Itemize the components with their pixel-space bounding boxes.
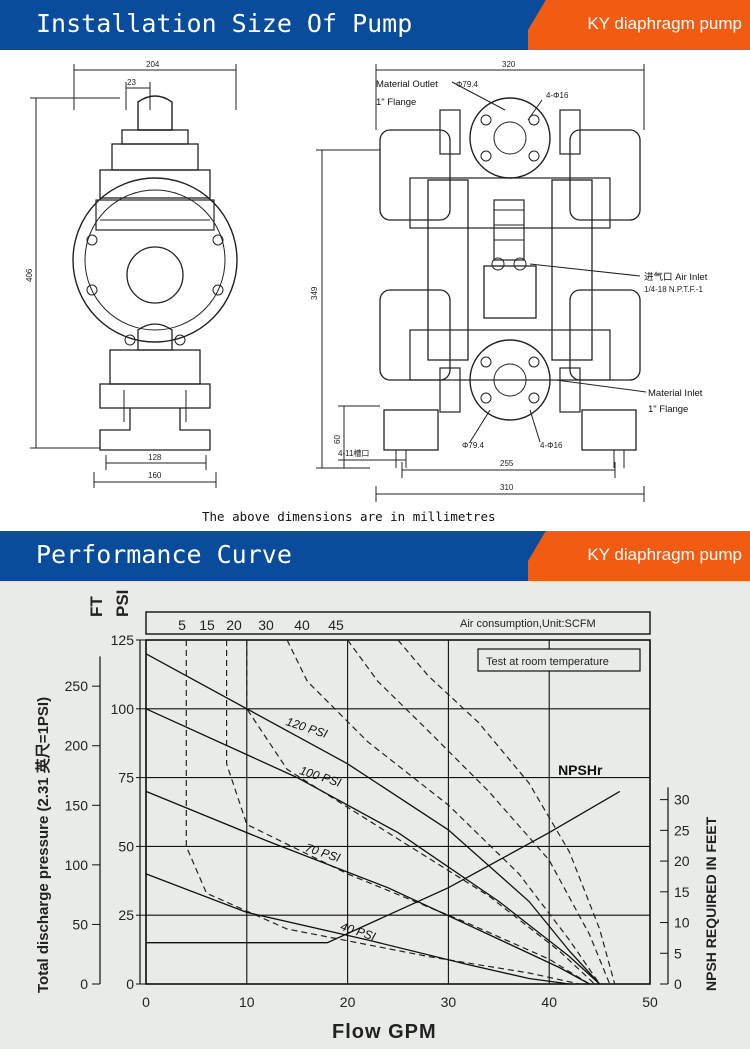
x-tick-10: 10 (239, 994, 255, 1010)
side-dim-flange-bot: Φ79.4 (462, 441, 485, 450)
side-dim-outer: 310 (500, 483, 514, 492)
air-curve-45 (397, 639, 616, 985)
air-consumption-label: Air consumption,Unit:SCFM (460, 618, 596, 630)
ft-tick-250: 250 (65, 678, 89, 694)
series-100-psi (145, 708, 601, 985)
label-outlet: Material Outlet (376, 79, 438, 90)
front-dim-top: 23 (127, 78, 136, 87)
scfm-tick-15: 15 (199, 617, 215, 633)
ft-tick-100: 100 (65, 857, 89, 873)
front-dim-base-outer: 160 (148, 471, 162, 480)
test-note-box (477, 648, 641, 672)
ft-tick-50: 50 (72, 916, 88, 932)
air-curve-20 (246, 640, 596, 985)
brand-tag: KY diaphragm pump (528, 0, 750, 50)
side-dim-hole-top: 4-Φ16 (546, 91, 569, 100)
front-dim-width: 204 (146, 60, 160, 69)
scfm-tick-45: 45 (328, 617, 344, 633)
label-air-inlet: 进气口 Air Inlet (644, 271, 708, 283)
ft-tick-150: 150 (65, 797, 89, 813)
ft-tick-0: 0 (80, 976, 88, 992)
air-curve-5 (185, 640, 580, 985)
side-dim-hole-bot: 4-Φ16 (540, 441, 563, 450)
scfm-tick-20: 20 (226, 617, 242, 633)
y-axis-label-left: Total discharge pressure (2.31 英尺=1PSI) (34, 697, 52, 993)
section-title-installation: Installation Size Of Pump (36, 9, 413, 38)
test-note: Test at room temperature (486, 656, 609, 668)
npsh-tick-0: 0 (674, 976, 682, 992)
npsh-tick-25: 25 (674, 822, 690, 838)
npsh-tick-30: 30 (674, 792, 690, 808)
chart-ticks: 0 10 20 30 40 50 0 25 50 75 100 125 0 50 100 150 200 250 0… (65, 617, 690, 1010)
scfm-tick-40: 40 (294, 617, 310, 633)
label-outlet-flange: 1" Flange (376, 97, 416, 108)
label-inlet: Material Inlet (648, 388, 703, 399)
y-axis-label-right: NPSH REQUIRED IN FEET (703, 816, 719, 991)
section-title-performance: Performance Curve (36, 540, 292, 569)
x-tick-20: 20 (340, 994, 356, 1010)
label-inlet-flange: 1" Flange (648, 404, 688, 415)
series-npshr (146, 790, 621, 944)
brand-tag-2: KY diaphragm pump (528, 531, 750, 581)
label-air-spec: 1/4-18 N.P.T.F.-1 (644, 285, 704, 294)
scfm-tick-5: 5 (178, 617, 186, 633)
psi-tick-25: 25 (118, 907, 134, 923)
side-dim-inner: 255 (500, 459, 514, 468)
section-banner-performance: Performance Curve KY diaphragm pump (0, 531, 750, 581)
series-label-npshr: NPSHr (558, 762, 603, 778)
psi-tick-50: 50 (118, 838, 134, 854)
side-dim-bottom: 60 (333, 435, 342, 444)
air-consumption-box (145, 611, 651, 635)
series-40-psi (145, 873, 570, 985)
x-tick-40: 40 (541, 994, 557, 1010)
psi-tick-75: 75 (118, 770, 134, 786)
air-curve-30 (286, 639, 601, 985)
chart-grid (145, 639, 651, 985)
psi-tick-0: 0 (126, 976, 134, 992)
side-view (316, 64, 647, 502)
npsh-tick-15: 15 (674, 884, 690, 900)
unit-psi: PSI (113, 590, 132, 617)
front-dim-height: 406 (25, 268, 34, 282)
ft-tick-200: 200 (65, 738, 89, 754)
dimension-note: The above dimensions are in millimetres (202, 509, 496, 524)
psi-tick-100: 100 (111, 701, 135, 717)
brand-tag-2-text: KY diaphragm pump (587, 545, 742, 564)
installation-drawing: 204 23 406 128 160 320 349 60 4-11槽口 255… (25, 60, 708, 524)
label-outlet-dia: Φ79.4 (456, 80, 479, 89)
npsh-tick-5: 5 (674, 945, 682, 961)
scfm-tick-30: 30 (258, 617, 274, 633)
x-axis-label: Flow GPM (332, 1021, 437, 1043)
section-banner-installation: Installation Size Of Pump KY diaphragm p… (0, 0, 750, 50)
x-tick-50: 50 (642, 994, 658, 1010)
front-dim-base-inner: 128 (148, 453, 162, 462)
front-view (30, 64, 238, 488)
unit-ft: FT (87, 596, 106, 617)
side-dim-height: 349 (310, 286, 319, 300)
side-dim-bolt: 4-11槽口 (338, 448, 369, 458)
psi-tick-125: 125 (111, 632, 135, 648)
air-curve-15 (226, 640, 590, 985)
brand-tag-text: KY diaphragm pump (587, 14, 742, 33)
air-curve-40 (347, 639, 611, 985)
x-tick-30: 30 (441, 994, 457, 1010)
x-tick-0: 0 (142, 994, 150, 1010)
series-70-psi (145, 790, 590, 985)
npsh-tick-10: 10 (674, 915, 690, 931)
npsh-tick-20: 20 (674, 853, 690, 869)
side-dim-width: 320 (502, 60, 516, 69)
